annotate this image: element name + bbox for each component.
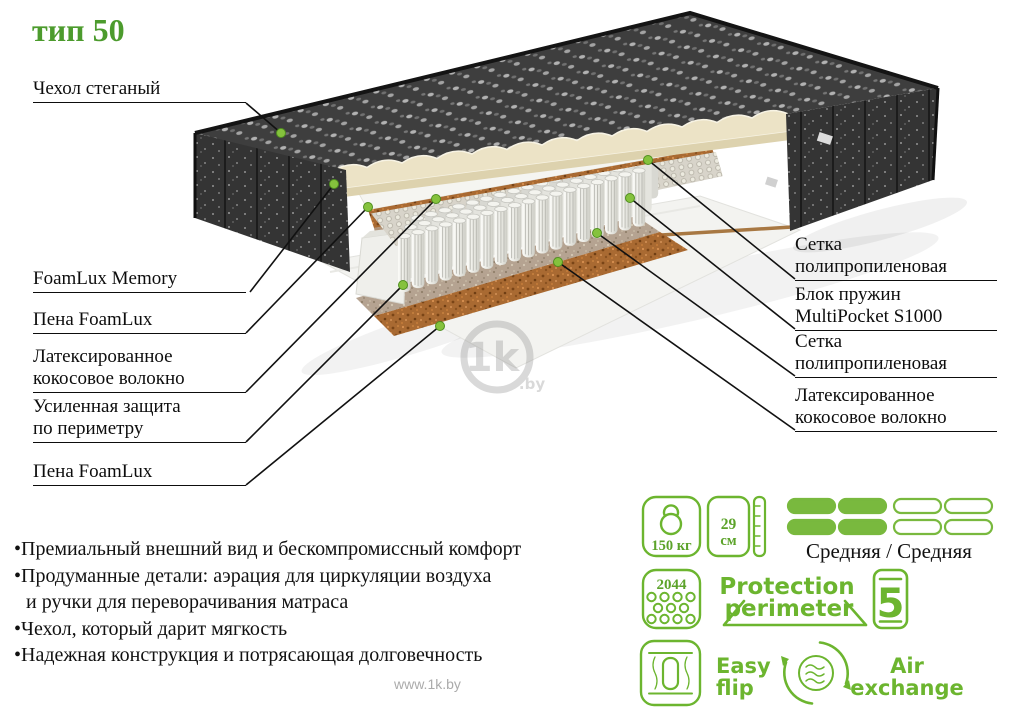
lower-coir-layer xyxy=(374,232,688,336)
callout-dot xyxy=(643,155,653,165)
cover-tag-small xyxy=(765,176,778,188)
air-exchange-line2: exchange xyxy=(850,676,964,700)
quilted-cover-top xyxy=(195,13,938,172)
watermark-logo-text: 1k xyxy=(465,335,521,381)
cover-tag xyxy=(816,132,833,145)
feature-item: •Премиальный внешний вид и бескомпромисс… xyxy=(14,538,522,560)
feature-list: •Премиальный внешний вид и бескомпромисс… xyxy=(14,536,644,669)
protection-line2: perimeter xyxy=(725,596,854,622)
springs-count-icon xyxy=(641,568,702,630)
label-foamlux-memory: FoamLux Memory xyxy=(33,268,246,293)
firmness-label: Средняя / Средняя xyxy=(806,539,972,563)
label-foamlux-foam-bottom: Пена FoamLux xyxy=(33,461,246,486)
watermark-logo: 1k .by xyxy=(460,320,545,394)
protection-line1: Protection xyxy=(719,574,854,600)
feature-item-continuation: и ручки для переворачивания матраса xyxy=(26,591,349,613)
perimeter-trapezoid-icon xyxy=(722,599,868,627)
warranty-icon xyxy=(872,568,909,630)
cover-right-panel xyxy=(786,88,938,231)
feature-item: •Чехол, который дарит мягкость xyxy=(14,617,288,640)
height-value: 29 xyxy=(721,516,737,533)
easy-flip-icon xyxy=(639,639,702,707)
max-weight-value: 150 кг xyxy=(651,538,692,554)
callout-dot xyxy=(625,193,635,203)
callout-dot xyxy=(329,179,339,189)
callout-dot xyxy=(553,257,563,267)
callout-dot xyxy=(398,280,408,290)
page-title: тип 50 xyxy=(32,12,125,48)
leader-lines xyxy=(245,102,796,486)
site-watermark: www.1k.by xyxy=(394,676,461,692)
callout-dot xyxy=(592,228,602,238)
warranty-value: 5 xyxy=(877,581,905,627)
mattress-illustration xyxy=(193,10,940,369)
ruler-icon xyxy=(752,495,767,558)
callout-dot xyxy=(363,202,373,212)
easy-flip-line2: flip xyxy=(716,676,754,700)
feature-item: •Надежная конструкция и потрясающая долг… xyxy=(14,644,483,666)
callout-dots xyxy=(276,128,653,331)
label-foamlux-foam-top: Пена FoamLux xyxy=(33,309,246,334)
air-exchange-icon xyxy=(781,641,851,705)
callout-dot xyxy=(276,128,286,138)
watermark-logo-suffix: .by xyxy=(519,375,545,393)
easy-flip-line1: Easy xyxy=(716,654,771,678)
height-icon xyxy=(706,495,751,558)
memory-foam-layer xyxy=(331,109,797,190)
cover-left-panel xyxy=(195,133,350,272)
label-cover: Чехол стеганый xyxy=(33,78,246,103)
callout-dot xyxy=(435,321,445,331)
callout-dot xyxy=(431,194,441,204)
firmness-scale-icon xyxy=(786,497,994,536)
spec-icons-panel: 150 кг 29 см Средняя / Средняя xyxy=(639,495,994,707)
feature-item: •Продуманные детали: аэрация для циркуля… xyxy=(14,564,492,587)
air-exchange-line1: Air xyxy=(890,654,924,678)
height-unit: см xyxy=(720,533,736,549)
max-weight-icon xyxy=(641,495,702,558)
springs-count-value: 2044 xyxy=(657,577,688,593)
